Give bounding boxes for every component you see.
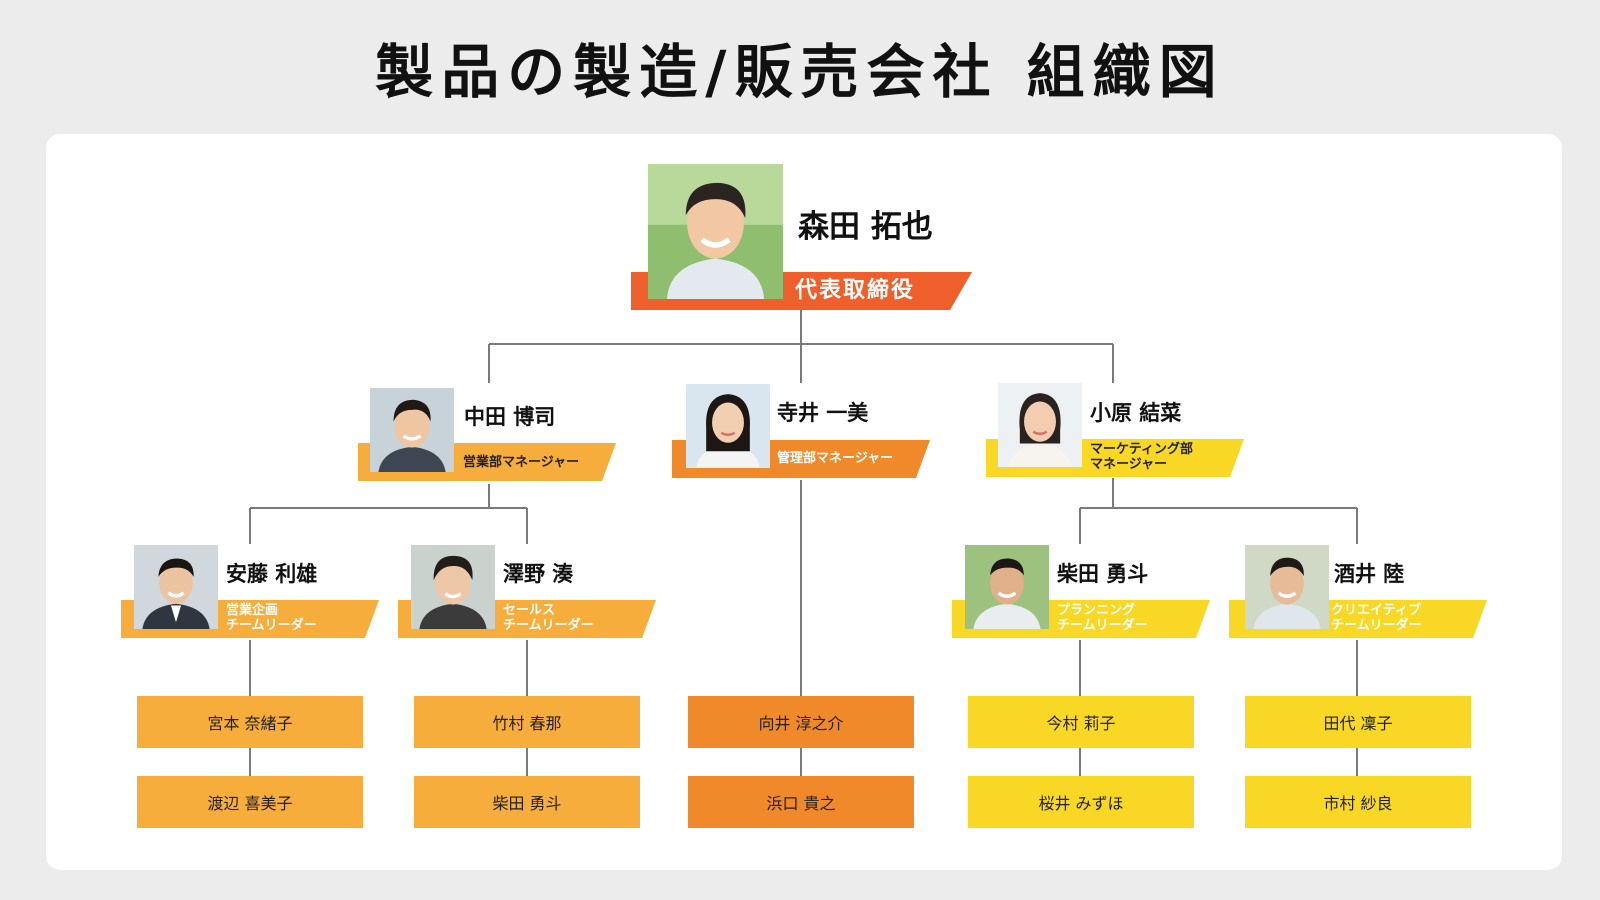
- manager-role: マーケティング部 マネージャー: [1090, 442, 1193, 472]
- leader-photo: [134, 545, 218, 629]
- ceo-photo: [648, 164, 783, 299]
- leader-photo: [411, 545, 495, 629]
- leader-photo: [1245, 545, 1329, 629]
- leader-name: 安藤 利雄: [226, 562, 318, 586]
- staff-box: 竹村 春那: [414, 696, 640, 748]
- person-photo-icon: [370, 388, 454, 472]
- manager-role: 営業部マネージャー: [463, 455, 580, 470]
- manager-photo: [686, 384, 770, 468]
- manager-role: 管理部マネージャー: [777, 451, 894, 466]
- leader-photo: [965, 545, 1049, 629]
- leader-role: クリエイティブ チームリーダー: [1331, 603, 1422, 633]
- manager-photo: [370, 388, 454, 472]
- person-photo-icon: [965, 545, 1049, 629]
- staff-box: 市村 紗良: [1245, 776, 1471, 828]
- manager-name: 寺井 一美: [777, 401, 869, 425]
- manager-photo: [998, 383, 1082, 467]
- person-photo-icon: [686, 384, 770, 468]
- ceo-role: 代表取締役: [795, 278, 916, 303]
- person-photo-icon: [648, 164, 783, 299]
- page-title: 製品の製造/販売会社 組織図: [375, 38, 1225, 106]
- leader-role: プランニング チームリーダー: [1057, 603, 1148, 633]
- staff-box: 田代 凜子: [1245, 696, 1471, 748]
- staff-box: 今村 莉子: [968, 696, 1194, 748]
- person-photo-icon: [1245, 545, 1329, 629]
- manager-name: 小原 結菜: [1090, 401, 1182, 425]
- leader-name: 酒井 陸: [1334, 562, 1405, 586]
- person-photo-icon: [134, 545, 218, 629]
- staff-box: 向井 淳之介: [688, 696, 914, 748]
- staff-box: 浜口 貴之: [688, 776, 914, 828]
- person-photo-icon: [998, 383, 1082, 467]
- person-photo-icon: [411, 545, 495, 629]
- staff-box: 宮本 奈緒子: [137, 696, 363, 748]
- leader-name: 澤野 湊: [503, 562, 574, 586]
- ceo-name: 森田 拓也: [798, 209, 933, 245]
- staff-box: 渡辺 喜美子: [137, 776, 363, 828]
- leader-role: 営業企画 チームリーダー: [226, 603, 317, 633]
- manager-name: 中田 博司: [464, 405, 556, 429]
- staff-box: 桜井 みずほ: [968, 776, 1194, 828]
- leader-name: 柴田 勇斗: [1057, 562, 1149, 586]
- leader-role: セールス チームリーダー: [503, 603, 594, 633]
- staff-box: 柴田 勇斗: [414, 776, 640, 828]
